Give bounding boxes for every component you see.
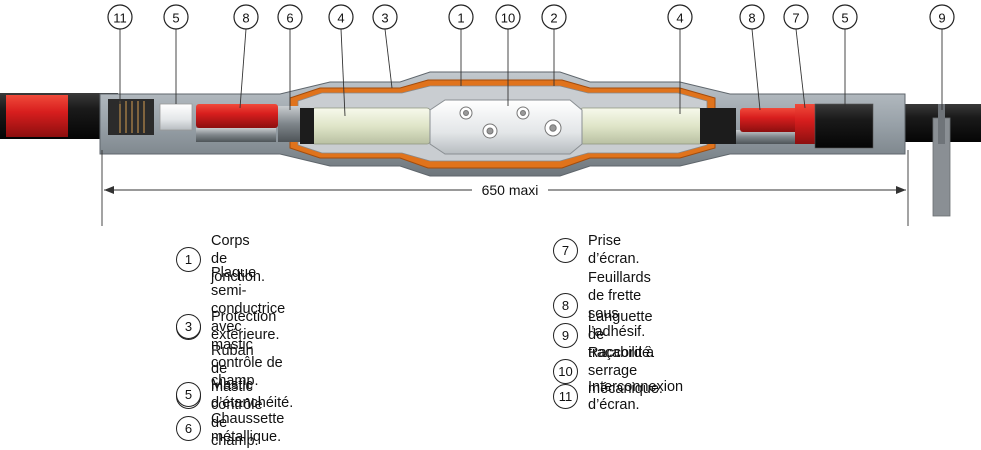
legend-number: 7	[553, 237, 578, 263]
callout-number: 5	[841, 11, 848, 26]
cable-left-red-band	[6, 95, 68, 137]
legend-text: Corps de jonction.	[211, 233, 266, 285]
callout-circle-9	[929, 4, 955, 30]
callout-number: 4	[337, 11, 344, 26]
screen-wire-strands	[119, 101, 145, 133]
semi-conductor-left	[300, 108, 314, 144]
legend-text: Plaque semi-conductrice avec mastic cont…	[211, 265, 286, 389]
legend-item-11: 11 Interconnexion d’écran.	[553, 378, 683, 414]
callout-number: 11	[113, 11, 127, 26]
legend-number: 1	[176, 246, 201, 272]
dimension-label: 650 maxi	[482, 182, 539, 198]
callout-circle-11	[107, 4, 133, 30]
legend-text: Interconnexion d’écran.	[588, 379, 684, 413]
screen-tap	[795, 104, 815, 144]
callout-circle-8	[233, 4, 259, 30]
sealing-mastic-right	[814, 103, 874, 149]
callout-circle-6	[277, 4, 303, 30]
legend-number: 3	[176, 313, 201, 339]
callout-number: 2	[550, 11, 557, 26]
callout-leader-8	[239, 28, 247, 109]
legend-number: 8	[553, 292, 578, 318]
insulation-right	[579, 107, 703, 145]
metal-braid-left	[196, 128, 276, 142]
metal-braid-right	[736, 130, 800, 144]
legend-text: Chaussette métallique.	[211, 411, 285, 445]
callout-number: 8	[242, 11, 249, 26]
callout-circle-4	[328, 4, 354, 30]
legend-number: 5	[176, 381, 201, 407]
legend-text: Prise d’écran.	[588, 233, 640, 267]
frette-strip-right	[740, 108, 800, 132]
legend-item-6: 6 Chaussette métallique.	[176, 410, 284, 446]
top-callouts: 11 5 8 6 4 3 1 10 2 4 8 7 5 9	[107, 4, 955, 117]
legend-item-9: 9 Languette de traçabilité.	[553, 308, 654, 362]
callout-circle-10	[495, 4, 521, 30]
legend-number: 10	[553, 358, 578, 384]
callout-circle-8	[739, 4, 765, 30]
callout-circle-7	[783, 4, 809, 30]
legend-text: Raccord à serrage mécanique.	[588, 345, 663, 397]
legend-item-8: 8 Feuillards de frette sous l’adhésif.	[553, 269, 651, 341]
dimension-arrow-left	[104, 186, 114, 194]
callout-number: 9	[938, 11, 945, 26]
legend-number: 9	[553, 322, 578, 348]
callout-circle-5	[163, 4, 189, 30]
callout-number: 7	[792, 11, 799, 26]
legend-text: Mastic d’étanchéité.	[211, 377, 294, 411]
legend-item-5: 5 Mastic d’étanchéité.	[176, 376, 293, 412]
insulation-left	[311, 107, 431, 145]
legend-text: Feuillards de frette sous l’adhésif.	[588, 270, 651, 340]
legend-item-3: 3 Protection extérieure.	[176, 308, 280, 344]
legend-text: Protection extérieure.	[211, 309, 280, 343]
legend-item-7: 7 Prise d’écran.	[553, 232, 640, 268]
callout-circle-4	[667, 4, 693, 30]
callout-number: 3	[381, 11, 388, 26]
screen-interconnection	[108, 99, 154, 135]
callout-number: 1	[457, 11, 464, 26]
semi-conductor-right	[700, 108, 736, 144]
callout-circle-5	[832, 4, 858, 30]
callout-circle-2	[541, 4, 567, 30]
sealing-mastic-left	[159, 103, 193, 131]
legend-item-1: 1 Corps de jonction.	[176, 232, 265, 286]
legend-text: Languette de traçabilité.	[588, 309, 655, 361]
callout-circle-3	[372, 4, 398, 30]
callout-circle-1	[448, 4, 474, 30]
callout-number: 4	[676, 11, 683, 26]
legend-number: 6	[176, 415, 201, 441]
callout-leader-8	[751, 28, 761, 111]
callout-number: 5	[172, 11, 179, 26]
connector-bolts	[459, 106, 562, 139]
callout-number: 8	[748, 11, 755, 26]
callout-leader-7	[795, 28, 806, 109]
traceability-tag-strap	[938, 104, 945, 144]
cable-joint-diagram: 650 maxi 11 5 8 6 4 3 1 10 2 4 8 7 5 9	[0, 4, 981, 226]
callout-number: 6	[286, 11, 293, 26]
callout-number: 10	[501, 11, 515, 26]
callout-leader-4	[340, 28, 346, 117]
callout-leader-3	[384, 28, 393, 89]
legend-number: 11	[553, 383, 578, 409]
legend-item-10: 10 Raccord à serrage mécanique.	[553, 344, 663, 398]
frette-strip-left	[196, 104, 278, 128]
dimension-arrow-right	[896, 186, 906, 194]
